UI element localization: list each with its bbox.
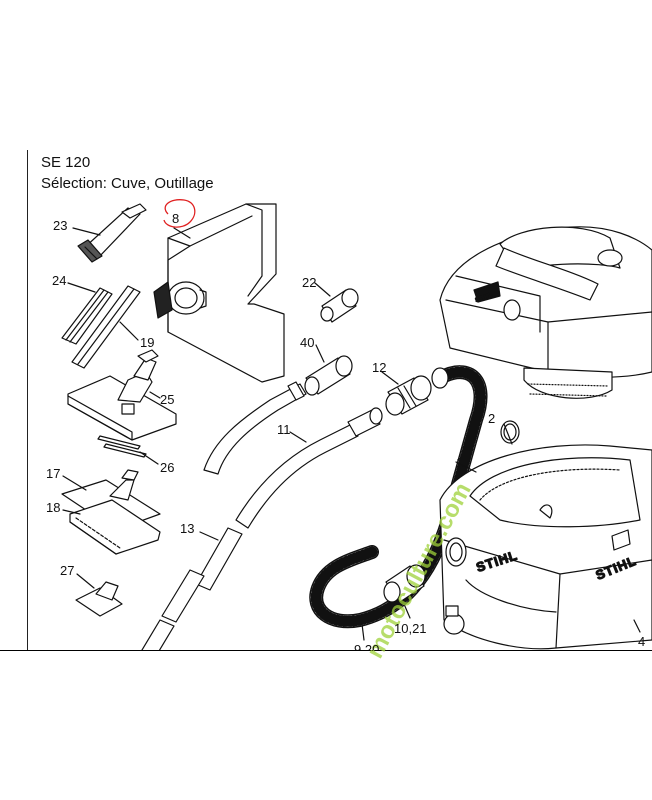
leader-9-20 [361,623,365,641]
filter-bag-8 [153,203,285,383]
crevice-tube-19 [71,285,141,369]
extension-tubes-13 [141,527,243,650]
leader-11 [289,431,307,443]
callout-22: 22 [302,275,316,290]
upholstery-brush-part [77,203,147,263]
leader-12 [381,371,399,385]
callout-8: 8 [172,211,179,226]
small-nozzle-27 [75,581,123,617]
bottom-crop-edge [0,650,652,651]
wet-floor-nozzle-18 [69,499,161,555]
callout-11: 11 [277,422,291,437]
leader-13 [199,531,219,541]
callout-12: 12 [372,360,386,375]
callout-23: 23 [53,218,67,233]
callout-1: 1 [456,455,463,470]
tank-1 [439,444,652,650]
leader-40 [315,344,325,363]
callout-40: 40 [300,335,314,350]
hose-end-cuff [431,367,449,389]
connector-10-21 [383,564,426,603]
leader-19 [119,321,139,341]
leader-8 [173,227,191,239]
hose-cuff-12 [385,375,432,416]
flexible-hose [309,365,488,629]
floor-nozzle-25 [67,349,177,441]
leader-2 [503,423,513,445]
leader-22 [314,282,331,297]
callout-25: 25 [160,392,174,407]
leader-18 [62,509,81,515]
callout-26: 26 [160,460,174,475]
callout-17: 17 [46,466,60,481]
left-border [27,150,28,650]
curved-tube-11 [235,407,383,529]
leader-1 [455,461,477,473]
insert-strips-26 [97,435,147,458]
callout-27: 27 [60,563,74,578]
leader-4 [633,619,641,633]
callout-19: 19 [140,335,154,350]
vacuum-head [439,226,652,399]
leader-23 [72,227,101,236]
leader-26 [139,451,159,465]
caster-wheel [443,613,465,635]
callout-18: 18 [46,500,60,515]
leader-27 [76,573,95,589]
crevice-nozzle-24 [61,287,113,345]
selection-subtitle: Sélection: Cuve, Outillage [41,175,214,192]
leader-25 [149,391,161,399]
model-title: SE 120 [41,154,91,171]
bent-suction-tube [203,381,307,475]
leader-17 [62,475,87,491]
adapter-40 [304,355,353,396]
callout-2: 2 [488,411,495,426]
callout-13: 13 [180,521,194,536]
connector-22 [320,288,359,323]
highlight-circle [163,199,196,228]
callout-24: 24 [52,273,66,288]
callout-4: 4 [638,634,645,649]
callout-9-20: 9,20 [354,642,379,657]
leader-24 [67,282,96,293]
callout-10-21: 10,21 [394,621,427,636]
leader-10-21 [403,603,411,619]
